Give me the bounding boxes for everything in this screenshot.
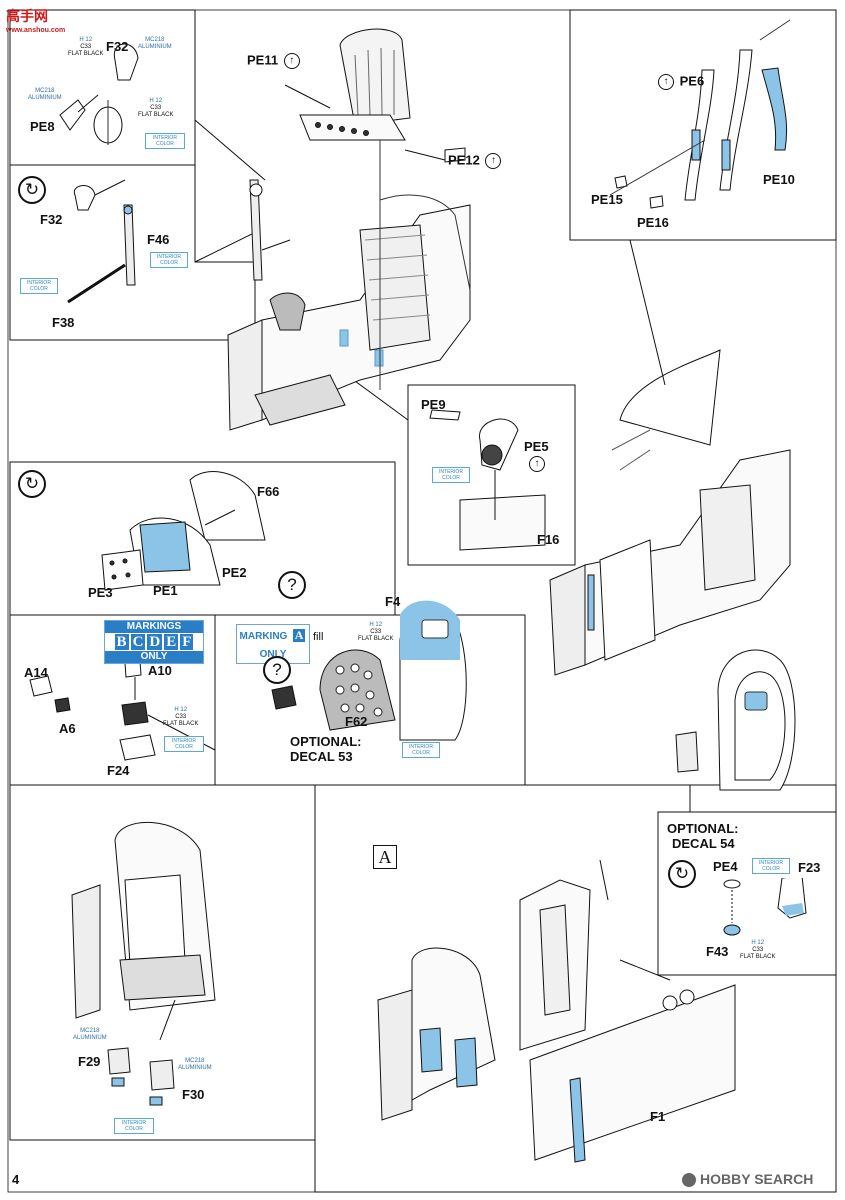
- label-f16: F16: [537, 532, 560, 547]
- label-pe6: ↑ PE6: [656, 74, 704, 90]
- flip-icon: ↑: [658, 74, 674, 90]
- interior-color-box: INTERIOR COLOR: [164, 736, 204, 752]
- question-icon: ?: [278, 571, 306, 599]
- label-pe2: PE2: [222, 565, 247, 580]
- footer-logo: HOBBY SEARCH: [682, 1171, 813, 1188]
- interior-color-box: INTERIOR COLOR: [145, 133, 185, 149]
- seat-part: [284, 28, 466, 163]
- question-icon: ?: [263, 656, 291, 684]
- topleft-parts: [59, 43, 139, 145]
- watermark-title: 高手网: [6, 8, 48, 24]
- flip-icon: ↑: [485, 153, 502, 169]
- control-column: [249, 179, 291, 281]
- label-f1: F1: [650, 1109, 666, 1124]
- optional-decal-54-line1: OPTIONAL:: [667, 821, 739, 836]
- interior-color-box: INTERIOR COLOR: [114, 1118, 154, 1134]
- step-box-a: A: [373, 845, 397, 869]
- watermark-url: www.anshou.com: [6, 27, 66, 34]
- label-f46: F46: [147, 232, 170, 247]
- marking-a-only: ONLY: [259, 649, 287, 660]
- interior-color-box: INTERIOR COLOR: [150, 252, 188, 268]
- label-pe12: PE12 ↑: [448, 153, 503, 169]
- label-pe9: PE9: [421, 397, 446, 412]
- marking-letter: B: [114, 634, 129, 650]
- label-a10: A10: [148, 663, 172, 678]
- interior-color-box: INTERIOR COLOR: [20, 278, 58, 294]
- page-number: 4: [12, 1172, 20, 1187]
- optional54-parts: [723, 878, 807, 936]
- marking-letter: C: [130, 634, 146, 650]
- fuselage-assembly-right: [549, 349, 791, 676]
- optional-decal-54-line2: DECAL 54: [672, 836, 735, 851]
- bulkhead-right: [675, 649, 796, 791]
- pe9-parts: [429, 409, 546, 551]
- label-f30: F30: [182, 1087, 205, 1102]
- label-pe16: PE16: [637, 215, 669, 230]
- panel-assemblyA-frame: [314, 784, 837, 1193]
- label-f32: F32: [106, 39, 129, 54]
- label-f62: F62: [345, 714, 368, 729]
- flip-icon: ↑: [527, 455, 547, 473]
- label-pe11: PE11 ↑: [247, 53, 302, 69]
- marking-letter: E: [164, 634, 179, 650]
- label-pe1: PE1: [153, 583, 178, 598]
- label-f66: F66: [257, 484, 280, 499]
- bcdef-parts: [29, 660, 216, 761]
- label-pe8: PE8: [30, 119, 55, 134]
- label-f23: F23: [798, 860, 821, 875]
- fill-label: fill: [313, 631, 324, 643]
- panel-optional54-frame: [657, 811, 837, 976]
- marking-a-parts: [271, 600, 467, 741]
- marking-letter: A: [292, 628, 306, 642]
- markings-only: ONLY: [105, 651, 203, 663]
- label-a6: A6: [59, 721, 76, 736]
- label-f24: F24: [107, 763, 130, 778]
- label-pe15: PE15: [591, 192, 623, 207]
- interior-color-box: INTERIOR COLOR: [402, 742, 440, 758]
- watermark-logo: 高手网 www.anshou.com: [6, 6, 65, 34]
- label-f29: F29: [78, 1054, 101, 1069]
- optional-decal-53-line1: OPTIONAL:: [290, 734, 362, 749]
- marking-letter: F: [180, 634, 194, 650]
- marking-letter: D: [147, 634, 163, 650]
- rotate-icon: ↻: [668, 860, 696, 888]
- label-pe3: PE3: [88, 585, 113, 600]
- flip-icon: ↑: [283, 53, 300, 69]
- rotate-icon: ↻: [18, 470, 46, 498]
- panel-pe9-frame: [407, 384, 576, 566]
- assembly-a-main: [377, 859, 736, 1163]
- label-pe4: PE4: [713, 859, 738, 874]
- label-f43: F43: [706, 944, 729, 959]
- fuselage-assembly-top: [227, 140, 471, 431]
- interior-color-box: INTERIOR COLOR: [432, 467, 470, 483]
- markings-title: MARKINGS: [105, 621, 203, 633]
- label-f4: F4: [385, 594, 401, 609]
- label-a14: A14: [24, 665, 48, 680]
- label-pe5: PE5: [524, 439, 549, 454]
- rotate-panel-parts: [67, 179, 136, 304]
- interior-color-box: INTERIOR COLOR: [752, 858, 790, 874]
- label-pe10: PE10: [763, 172, 795, 187]
- marking-a-title: MARKING: [239, 631, 288, 642]
- instrument-parts: [101, 471, 266, 591]
- rotate-icon: ↻: [18, 176, 46, 204]
- bottomleft-assembly: [71, 821, 216, 1106]
- label-f38: F38: [52, 315, 75, 330]
- optional-decal-53-line2: DECAL 53: [290, 749, 353, 764]
- label-f32-b: F32: [40, 212, 63, 227]
- harness-parts: [609, 19, 791, 209]
